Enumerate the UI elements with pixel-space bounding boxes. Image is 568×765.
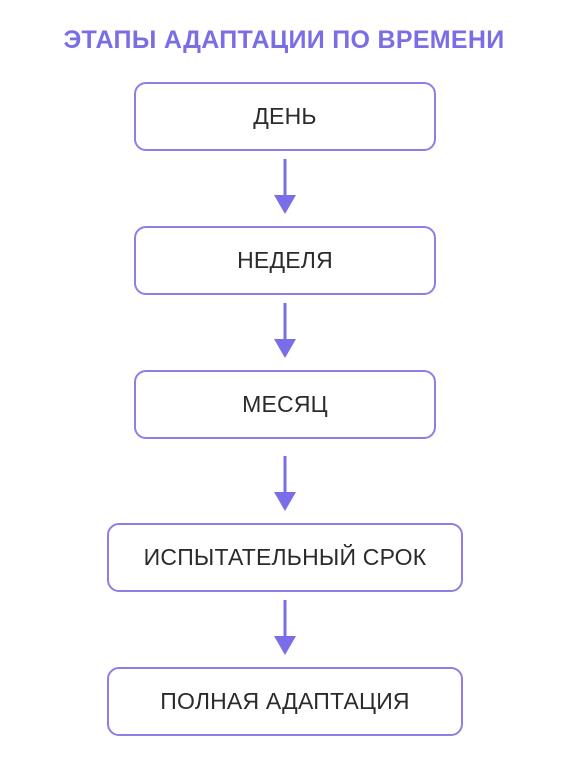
stage-box-probation: ИСПЫТАТЕЛЬНЫЙ СРОК [107, 523, 463, 592]
diagram-title: ЭТАПЫ АДАПТАЦИИ ПО ВРЕМЕНИ [63, 26, 505, 54]
stage-box-week: НЕДЕЛЯ [134, 226, 436, 295]
stage-label: МЕСЯЦ [242, 391, 328, 417]
stage-label: НЕДЕЛЯ [237, 247, 333, 273]
stage-box-full-adaptation: ПОЛНАЯ АДАПТАЦИЯ [107, 667, 463, 736]
stage-box-month: МЕСЯЦ [134, 370, 436, 439]
stage-box-day: ДЕНЬ [134, 82, 436, 151]
stage-label: ДЕНЬ [253, 103, 317, 129]
down-arrow-icon [274, 159, 296, 215]
down-arrow-icon [274, 303, 296, 359]
down-arrow-icon [274, 600, 296, 656]
stage-label: ПОЛНАЯ АДАПТАЦИЯ [160, 688, 410, 714]
stage-label: ИСПЫТАТЕЛЬНЫЙ СРОК [143, 544, 427, 570]
down-arrow-icon [274, 456, 296, 512]
